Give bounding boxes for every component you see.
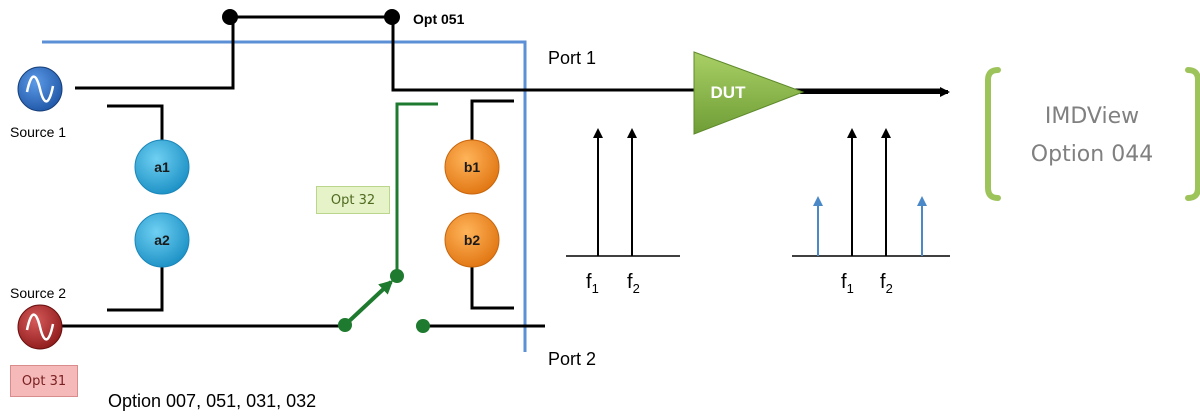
source2-generator xyxy=(17,304,63,350)
opt051-node-right xyxy=(384,9,400,25)
receiver-a2: a2 xyxy=(134,212,190,268)
port-boundary-line xyxy=(42,40,527,352)
opt051-label: Opt 051 xyxy=(413,11,465,27)
port1-label: Port 1 xyxy=(548,48,596,68)
opt051-jumper-line xyxy=(75,15,940,92)
spectrum1-f2-label: f2 xyxy=(627,271,640,296)
opt31-badge: Opt 31 xyxy=(10,365,78,397)
b-coupler-bottom xyxy=(470,262,514,310)
sine-wave-icon xyxy=(25,313,55,341)
switch-node-right xyxy=(416,319,430,333)
opt32-badge: Opt 32 xyxy=(316,186,390,214)
a-coupler-bottom xyxy=(107,262,164,312)
switch-node-left xyxy=(338,318,352,332)
b-coupler-top xyxy=(470,99,514,145)
svg-text:a2: a2 xyxy=(154,232,170,248)
source1-label: Source 1 xyxy=(10,124,66,140)
opt32-green-line xyxy=(395,102,438,272)
spectrum2-f2-label: f2 xyxy=(880,271,893,296)
opt32-label: Opt 32 xyxy=(330,192,376,208)
opt051-node-left xyxy=(222,9,238,25)
receiver-a1: a1 xyxy=(134,139,190,195)
svg-text:b2: b2 xyxy=(464,232,481,248)
switch-node-top xyxy=(390,269,404,283)
imdview-callout: IMDView Option 044 xyxy=(984,68,1200,198)
svg-text:DUT: DUT xyxy=(711,83,747,102)
imdview-bracket-left xyxy=(985,67,1001,201)
sine-wave-icon xyxy=(25,75,55,103)
svg-text:a1: a1 xyxy=(154,159,170,175)
options-caption: Option 007, 051, 031, 032 xyxy=(108,391,316,411)
opt31-label: Opt 31 xyxy=(21,373,67,389)
switch-arm-arrow xyxy=(343,279,394,327)
source2-label: Source 2 xyxy=(10,285,66,301)
imdview-title: IMDView xyxy=(1044,104,1140,129)
imdview-option: Option 044 xyxy=(1030,142,1154,167)
spectrum1-f1-label: f1 xyxy=(586,271,599,296)
receiver-b1: b1 xyxy=(444,139,500,195)
spectrum2-f1-label: f1 xyxy=(841,271,854,296)
svg-text:b1: b1 xyxy=(464,159,481,175)
imdview-bracket-right xyxy=(1185,67,1200,201)
receiver-b2: b2 xyxy=(444,212,500,268)
a-coupler-top xyxy=(107,104,164,145)
dut-amplifier: DUT xyxy=(693,51,805,135)
port2-label: Port 2 xyxy=(548,349,596,369)
source1-generator xyxy=(17,66,63,112)
